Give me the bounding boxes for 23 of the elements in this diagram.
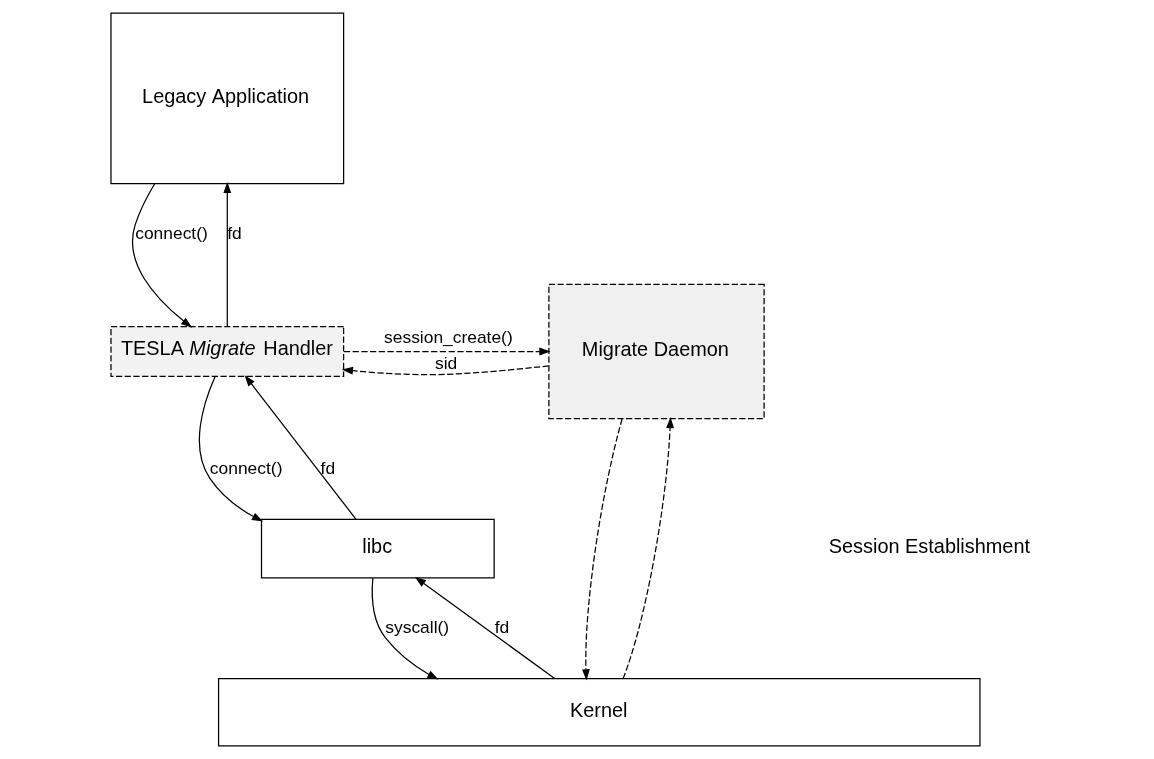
node-box: Legacy Application	[109, 12, 344, 185]
arrow	[414, 576, 555, 680]
edge-label: session_create()	[383, 327, 513, 348]
node-box: Migrate Daemon	[547, 283, 765, 420]
arrow	[131, 183, 192, 328]
edge-label: syscall()	[384, 616, 449, 637]
edge-label: sid	[434, 353, 457, 374]
arrow	[621, 417, 674, 680]
arrow	[581, 418, 623, 681]
node-box: Kernel	[217, 678, 981, 747]
arrow	[342, 347, 550, 356]
node-box: TESLA Migrate Handler	[109, 326, 344, 377]
edge-label: fd	[320, 457, 335, 478]
edge-label: fd	[494, 616, 509, 637]
node-box: libc	[260, 518, 495, 579]
label: Session Establishment	[828, 535, 1030, 558]
arrow	[371, 577, 438, 680]
arrow	[198, 376, 263, 522]
arrow	[341, 365, 549, 376]
edge-label: connect()	[134, 222, 208, 243]
arrow	[222, 181, 231, 327]
edge-label: connect()	[209, 457, 282, 478]
arrow	[244, 375, 357, 520]
